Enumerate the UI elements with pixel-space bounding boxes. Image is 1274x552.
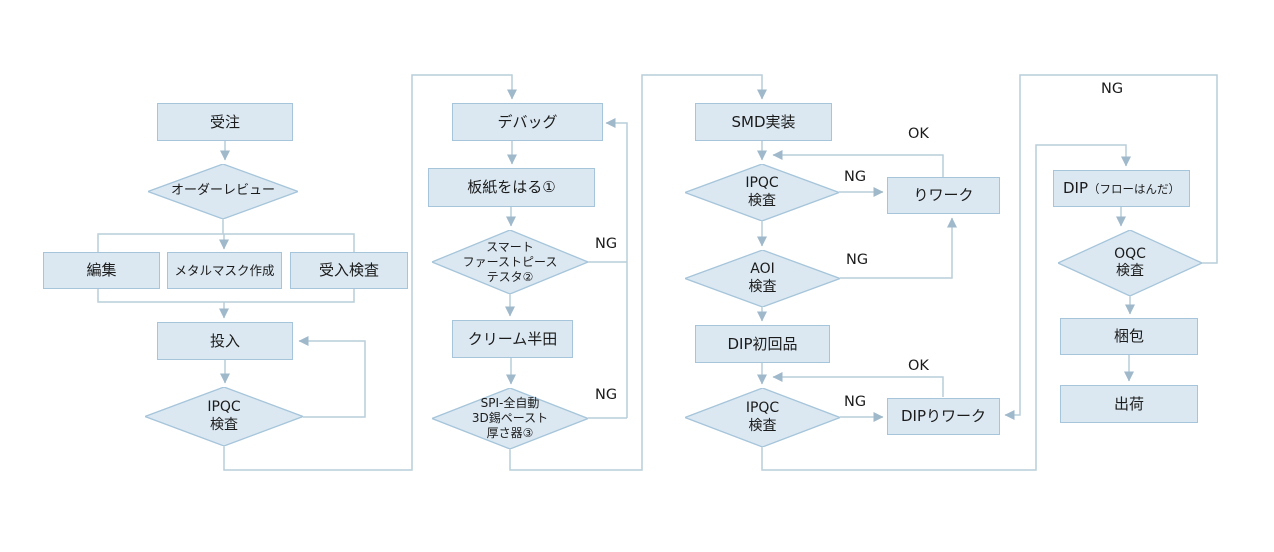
node-board-paper-label: 板紙をはる① bbox=[467, 178, 556, 197]
node-oqc: OQC 検査 bbox=[1058, 230, 1202, 296]
edge-label-tester-ng: NG bbox=[595, 236, 618, 252]
node-order-review-label: オーダーレビュー bbox=[170, 183, 275, 199]
diamond-shape bbox=[685, 164, 839, 221]
node-order-review: オーダーレビュー bbox=[148, 164, 298, 219]
node-order-received: 受注 bbox=[157, 103, 293, 141]
node-spi-tester-label: SPI-全自動 3D錫ペースト 厚さ器③ bbox=[471, 396, 549, 440]
edge-label-oqc-ng: NG bbox=[1101, 81, 1124, 97]
connector-aoi-ng-rework bbox=[840, 217, 957, 279]
edge-label-dip-rework-ok: OK bbox=[908, 358, 929, 374]
node-board-paper: 板紙をはる① bbox=[428, 168, 595, 207]
node-first-piece-tester: スマート ファーストピース テスタ② bbox=[432, 230, 588, 294]
diamond-shape bbox=[432, 388, 588, 449]
connector-rework-ok-return bbox=[772, 150, 944, 177]
node-aoi-label: AOI 検査 bbox=[748, 261, 777, 295]
diamond-shape bbox=[432, 230, 588, 294]
edge-label-spi-ng: NG bbox=[595, 387, 618, 403]
node-incoming-inspection: 受入検査 bbox=[290, 252, 408, 289]
node-cream-solder: クリーム半田 bbox=[452, 320, 573, 358]
node-shipment-label: 出荷 bbox=[1113, 394, 1144, 413]
connector-merge-bottom bbox=[97, 289, 355, 303]
edge-label-aoi-ng: NG bbox=[846, 252, 869, 268]
node-order-received-label: 受注 bbox=[209, 112, 240, 131]
node-input: 投入 bbox=[157, 322, 293, 360]
node-oqc-label: OQC 検査 bbox=[1114, 245, 1146, 280]
node-ipqc-dip: IPQC 検査 bbox=[685, 388, 840, 447]
connector-spi-smd bbox=[509, 74, 767, 471]
diamond-shape bbox=[145, 387, 303, 446]
diamond-shape bbox=[148, 164, 298, 219]
node-ipqc-smd: IPQC 検査 bbox=[685, 164, 839, 221]
connector-ipqc1-loop-tonyu bbox=[298, 336, 366, 418]
diamond-shape bbox=[685, 388, 840, 447]
node-ipqc-smd-label: IPQC 検査 bbox=[745, 175, 779, 209]
node-dip-flow-solder-label: DIP（フローはんだ） bbox=[1063, 179, 1180, 198]
node-dip-first-article-label: DIP初回品 bbox=[727, 334, 798, 353]
node-ipqc-1: IPQC 検査 bbox=[145, 387, 303, 446]
node-debug-label: デバッグ bbox=[497, 112, 558, 131]
node-cream-solder-label: クリーム半田 bbox=[467, 329, 558, 348]
connector-diprework-ok-return bbox=[772, 372, 944, 397]
node-dip-first-article: DIP初回品 bbox=[695, 325, 830, 363]
node-metal-mask-label: メタルマスク作成 bbox=[174, 262, 275, 278]
edge-label-ipqc-smd-ng: NG bbox=[844, 169, 867, 185]
node-dip-rework: DIPりワーク bbox=[887, 398, 1000, 435]
edge-label-ipqc-dip-ng: NG bbox=[844, 394, 867, 410]
connector-split-top bbox=[97, 233, 355, 252]
node-incoming-inspection-label: 受入検査 bbox=[318, 261, 379, 280]
connector-ng-return-debug bbox=[605, 118, 628, 418]
node-first-piece-tester-label: スマート ファーストピース テスタ② bbox=[462, 239, 558, 284]
node-spi-tester: SPI-全自動 3D錫ペースト 厚さ器③ bbox=[432, 388, 588, 449]
node-packing: 梱包 bbox=[1060, 318, 1198, 355]
node-aoi: AOI 検査 bbox=[685, 250, 840, 307]
edge-label-rework-ok: OK bbox=[908, 126, 929, 142]
node-edit-label: 編集 bbox=[86, 261, 117, 280]
node-dip-rework-label: DIPりワーク bbox=[900, 407, 987, 426]
dip-sub-text: （フローはんだ） bbox=[1088, 182, 1181, 197]
dip-main-text: DIP bbox=[1062, 179, 1089, 198]
node-ipqc-dip-label: IPQC 検査 bbox=[745, 400, 780, 434]
node-rework: りワーク bbox=[887, 177, 1000, 214]
node-smd-mount-label: SMD実装 bbox=[731, 112, 796, 131]
diamond-shape bbox=[685, 250, 840, 307]
node-packing-label: 梱包 bbox=[1113, 327, 1144, 346]
node-ipqc-1-label: IPQC 検査 bbox=[207, 399, 241, 433]
connector-ipqc1-debug bbox=[223, 74, 517, 471]
node-debug: デバッグ bbox=[452, 103, 603, 141]
diamond-shape bbox=[1058, 230, 1202, 296]
connector-oqc-ng-diprework bbox=[1004, 74, 1218, 420]
node-rework-label: りワーク bbox=[913, 186, 974, 205]
node-edit: 編集 bbox=[43, 252, 160, 289]
node-smd-mount: SMD実装 bbox=[695, 103, 832, 141]
node-shipment: 出荷 bbox=[1060, 385, 1198, 423]
node-dip-flow-solder: DIP（フローはんだ） bbox=[1053, 170, 1190, 207]
node-metal-mask: メタルマスク作成 bbox=[167, 252, 282, 289]
node-input-label: 投入 bbox=[209, 331, 240, 350]
connector-ipqc-dipflow bbox=[761, 144, 1131, 471]
